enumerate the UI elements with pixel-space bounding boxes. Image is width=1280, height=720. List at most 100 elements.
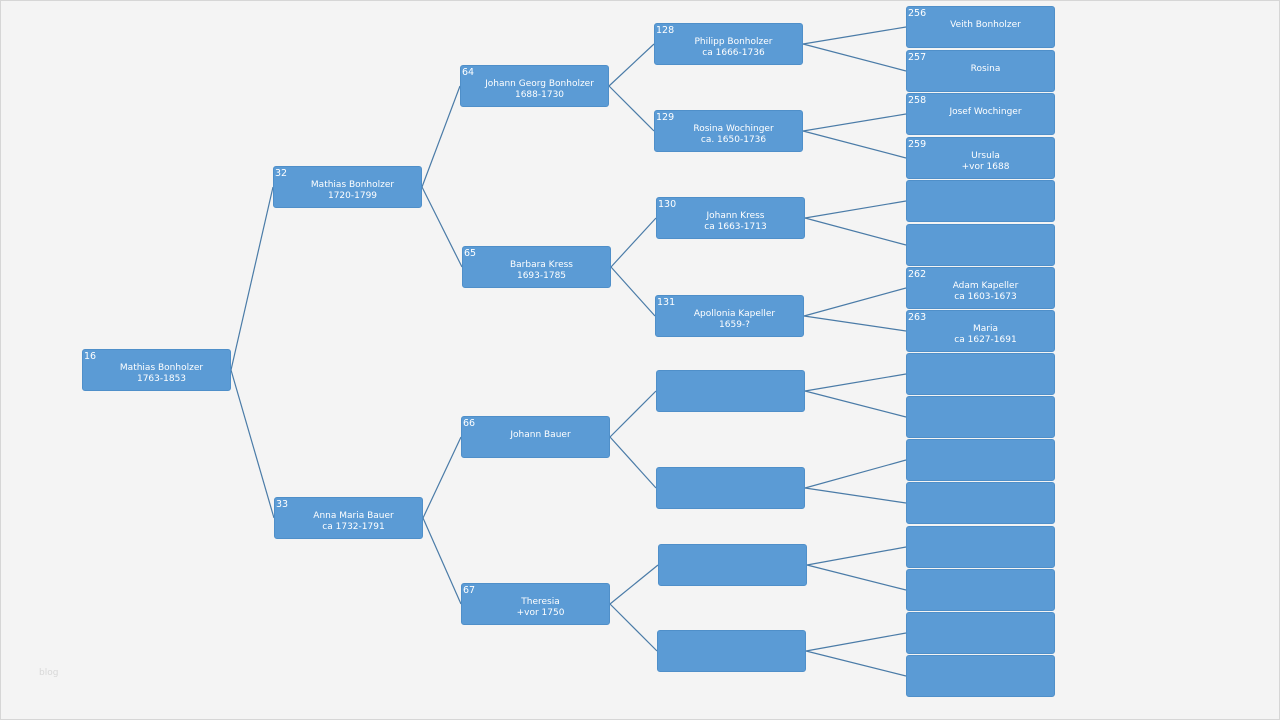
empty-person-box[interactable] (658, 544, 807, 586)
person-name: Theresia (521, 597, 560, 607)
ancestor-number: 256 (908, 8, 927, 19)
empty-person-box[interactable] (906, 224, 1055, 266)
person-dates: 1659-? (719, 320, 750, 330)
connector-line (804, 373, 907, 392)
connector-line (608, 85, 655, 132)
empty-person-box[interactable] (656, 370, 805, 412)
ancestor-number: 131 (657, 297, 676, 308)
person-name: Anna Maria Bauer (313, 511, 394, 521)
empty-person-box[interactable] (906, 396, 1055, 438)
connector-line (802, 113, 907, 132)
person-name: Johann Bauer (510, 430, 571, 440)
connector-line (421, 85, 461, 188)
person-name: Philipp Bonholzer (694, 37, 773, 47)
person-dates: ca 1627-1691 (954, 335, 1017, 345)
ancestor-number: 257 (908, 52, 927, 63)
person-dates: 1693-1785 (516, 271, 567, 281)
ancestor-number: 258 (908, 95, 927, 106)
connector-line (608, 43, 655, 87)
ancestor-number: 130 (658, 199, 677, 210)
empty-person-box[interactable] (906, 180, 1055, 222)
connector-line (806, 546, 907, 566)
person-name: Apollonia Kapeller (693, 309, 776, 319)
person-name: Johann Georg Bonholzer (485, 79, 594, 89)
watermark: blog (39, 668, 59, 678)
empty-person-box[interactable] (657, 630, 806, 672)
ancestor-number: 129 (656, 112, 675, 123)
connector-line (804, 200, 907, 219)
empty-person-box[interactable] (906, 526, 1055, 568)
ancestor-number: 262 (908, 269, 927, 280)
person-name: Mathias Bonholzer (310, 180, 395, 190)
empty-person-box[interactable] (906, 612, 1055, 654)
person-name: Mathias Bonholzer (119, 363, 204, 373)
connector-line (610, 266, 656, 317)
connector-line (421, 186, 463, 268)
person-dates: ca 1603-1673 (954, 292, 1017, 302)
person-name: Rosina (970, 64, 1001, 74)
ancestor-number: 259 (908, 139, 927, 150)
person-dates: 1688-1730 (514, 90, 565, 100)
person-dates: ca. 1650-1736 (700, 135, 767, 145)
empty-person-box[interactable] (906, 353, 1055, 395)
person-name: Veith Bonholzer (950, 20, 1021, 30)
connector-line (804, 217, 907, 246)
connector-line (802, 130, 907, 159)
ancestor-number: 16 (84, 351, 97, 362)
connector-line (805, 632, 907, 652)
person-name: Ursula (971, 151, 1000, 161)
empty-person-box[interactable] (906, 439, 1055, 481)
person-dates: ca 1663-1713 (704, 222, 767, 232)
connector-line (609, 390, 657, 438)
empty-person-box[interactable] (656, 467, 805, 509)
person-name: Johann Kress (706, 211, 765, 221)
connector-line (422, 436, 462, 519)
connector-line (609, 564, 659, 605)
person-name: Adam Kapeller (952, 281, 1019, 291)
connector-line (609, 436, 657, 489)
person-dates: ca 1666-1736 (702, 48, 765, 58)
person-name: Rosina Wochinger (693, 124, 774, 134)
connector-line (230, 369, 275, 519)
connector-line (802, 43, 907, 72)
empty-person-box[interactable] (906, 569, 1055, 611)
connector-line (230, 186, 274, 371)
person-name: Barbara Kress (509, 260, 573, 270)
ancestor-number: 263 (908, 312, 927, 323)
connector-line (804, 459, 907, 489)
ancestor-number: 65 (464, 248, 477, 259)
connector-line (804, 390, 907, 418)
person-dates: 1763-1853 (136, 374, 187, 384)
connector-line (422, 517, 462, 605)
ancestor-number: 33 (276, 499, 289, 510)
connector-line (803, 287, 907, 317)
person-dates: +vor 1750 (516, 608, 565, 618)
person-dates: ca 1732-1791 (322, 522, 385, 532)
empty-person-box[interactable] (906, 655, 1055, 697)
connector-line (805, 650, 907, 677)
empty-person-box[interactable] (906, 482, 1055, 524)
connector-line (803, 315, 907, 332)
connector-line (610, 217, 657, 268)
person-name: Maria (973, 324, 998, 334)
ancestor-number: 66 (463, 418, 476, 429)
connector-line (806, 564, 907, 591)
